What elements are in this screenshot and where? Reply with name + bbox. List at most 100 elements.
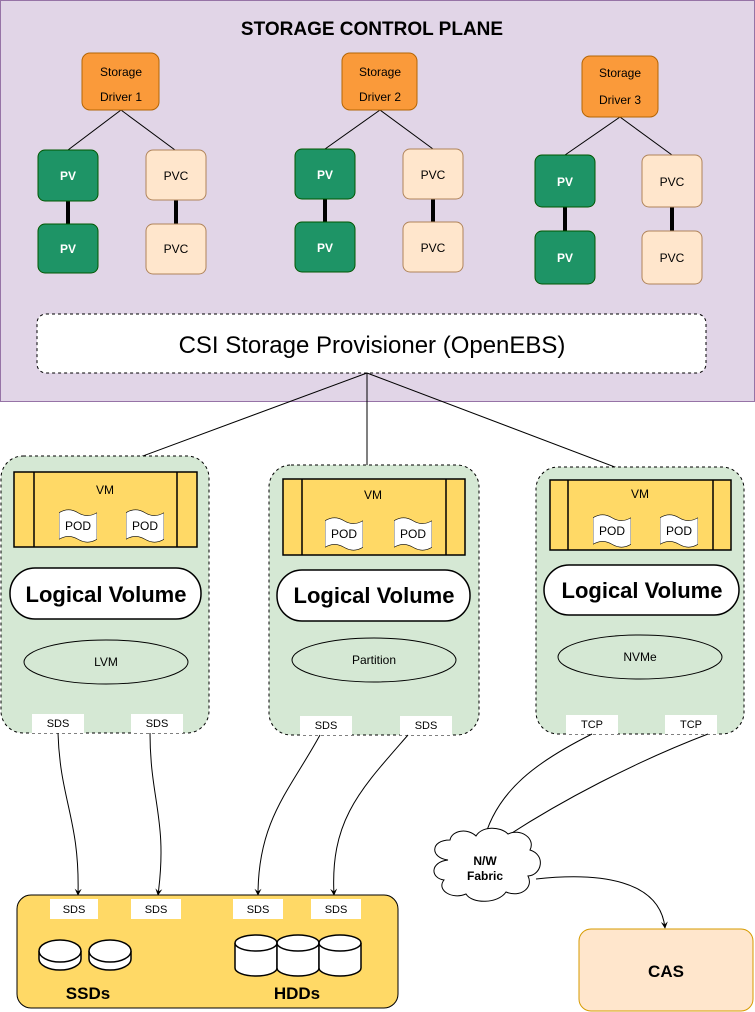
storage-driver-1[interactable]: [81, 52, 160, 111]
connector-arrow: [535, 876, 668, 929]
cas-box[interactable]: [578, 928, 754, 1012]
pool-port-label: SDS: [325, 904, 348, 916]
logical-volume-box[interactable]: [276, 569, 471, 622]
control-plane-title: STORAGE CONTROL PLANE: [241, 19, 503, 40]
storage-driver-3[interactable]: [581, 55, 659, 118]
provisioner-arrow-node-3: [366, 372, 637, 477]
port-label: SDS: [146, 718, 169, 730]
pvc-box[interactable]: [641, 154, 703, 208]
hdd-cylinder-icon: [318, 934, 362, 977]
pv-box[interactable]: [37, 223, 99, 274]
network-fabric-cloud[interactable]: N/W Fabric: [433, 827, 541, 902]
pvc-box[interactable]: [145, 223, 207, 275]
port-label: SDS: [415, 720, 438, 732]
pvc-label: PVC: [660, 251, 685, 265]
provisioner-arrow-node-1: [104, 372, 368, 472]
port-box[interactable]: [665, 715, 717, 734]
storage-driver-2[interactable]: [341, 52, 418, 111]
pv-box[interactable]: [534, 154, 596, 208]
pv-label: PV: [557, 175, 573, 189]
logical-volume-label: Logical Volume: [562, 578, 723, 603]
storage-driver-1-group: Storage Driver 1 PV PV PVC PVC: [37, 52, 207, 275]
vm-box[interactable]: [13, 471, 198, 548]
connector-arrow: [254, 734, 321, 896]
pod-label: POD: [400, 527, 426, 541]
pv-box[interactable]: [37, 149, 99, 202]
storage-driver-3-label-line2: Driver 3: [599, 93, 641, 107]
pod-label: POD: [65, 519, 91, 533]
connector-arrow: [491, 733, 709, 847]
connector-arrow: [330, 734, 409, 896]
logical-volume-label: Logical Volume: [26, 582, 187, 607]
port-label: SDS: [47, 718, 70, 730]
pv-box[interactable]: [534, 230, 596, 285]
volume-type-ellipse[interactable]: [291, 637, 457, 683]
pool-port-box[interactable]: [233, 899, 283, 919]
port-box[interactable]: [300, 716, 352, 735]
storage-driver-2-group: Storage Driver 2 PV PV PVC PVC: [294, 52, 464, 273]
port-label: TCP: [680, 719, 702, 731]
port-box[interactable]: [400, 716, 452, 735]
fabric-label-line1: N/W: [473, 854, 497, 868]
vm-label: VM: [631, 487, 649, 501]
pvc-box[interactable]: [402, 221, 464, 273]
pod-label: POD: [132, 519, 158, 533]
pv-label: PV: [317, 168, 333, 182]
storage-driver-1-label-line1: Storage: [100, 65, 142, 79]
pvc-label: PVC: [421, 241, 446, 255]
pvc-label: PVC: [164, 242, 189, 256]
volume-type-label: Partition: [352, 653, 396, 667]
vm-box[interactable]: [549, 479, 732, 551]
port-label: SDS: [315, 720, 338, 732]
volume-type-label: LVM: [94, 655, 118, 669]
worker-node-3: VM POD POD Logical Volume NVMe TCP TCP: [535, 466, 745, 735]
pvc-label: PVC: [660, 175, 685, 189]
hdd-cylinder-icon: [234, 934, 278, 977]
csi-provisioner-label: CSI Storage Provisioner (OpenEBS): [179, 332, 566, 359]
pool-port-label: SDS: [145, 904, 168, 916]
pvc-box[interactable]: [145, 149, 207, 201]
pool-port-box[interactable]: [50, 899, 98, 919]
storage-driver-3-label-line1: Storage: [599, 66, 641, 80]
pvc-label: PVC: [421, 168, 446, 182]
pv-label: PV: [60, 242, 76, 256]
vm-label: VM: [364, 488, 382, 502]
worker-node-2: VM POD POD Logical Volume Partition SDS …: [268, 464, 480, 736]
pool-port-box[interactable]: [131, 899, 181, 919]
volume-type-label: NVMe: [623, 650, 657, 664]
pod-label: POD: [599, 524, 625, 538]
worker-node-1: VM POD POD Logical Volume LVM SDS SDS: [0, 455, 210, 734]
port-box[interactable]: [131, 714, 183, 733]
volume-type-ellipse[interactable]: [557, 634, 723, 680]
vm-label: VM: [96, 483, 114, 497]
pvc-box[interactable]: [641, 230, 703, 285]
fabric-label-line2: Fabric: [467, 869, 503, 883]
pv-label: PV: [60, 169, 76, 183]
pod-label: POD: [666, 524, 692, 538]
pv-box[interactable]: [294, 148, 356, 200]
pool-port-box[interactable]: [311, 899, 361, 919]
pv-label: PV: [317, 241, 333, 255]
ssd-disk-icon: [88, 939, 132, 971]
port-box[interactable]: [32, 714, 84, 733]
logical-volume-label: Logical Volume: [294, 583, 455, 608]
csi-provisioner-box[interactable]: [36, 313, 707, 374]
hdd-cylinder-icon: [276, 934, 320, 977]
port-box[interactable]: [566, 715, 618, 734]
logical-volume-box[interactable]: [543, 564, 740, 616]
connector-arrow: [480, 733, 593, 845]
cas-label: CAS: [648, 962, 684, 981]
storage-driver-3-group: Storage Driver 3 PV PV PVC PVC: [534, 55, 703, 285]
volume-type-ellipse[interactable]: [23, 639, 189, 685]
pool-port-label: SDS: [247, 904, 270, 916]
pvc-box[interactable]: [402, 148, 464, 200]
port-label: TCP: [581, 719, 603, 731]
pod-label: POD: [331, 527, 357, 541]
logical-volume-box[interactable]: [9, 567, 202, 620]
hdd-label: HDDs: [274, 984, 320, 1003]
pvc-label: PVC: [164, 169, 189, 183]
connector-arrow: [57, 732, 82, 896]
vm-box[interactable]: [282, 478, 466, 556]
pv-box[interactable]: [294, 221, 356, 273]
storage-driver-2-label-line1: Storage: [359, 65, 401, 79]
